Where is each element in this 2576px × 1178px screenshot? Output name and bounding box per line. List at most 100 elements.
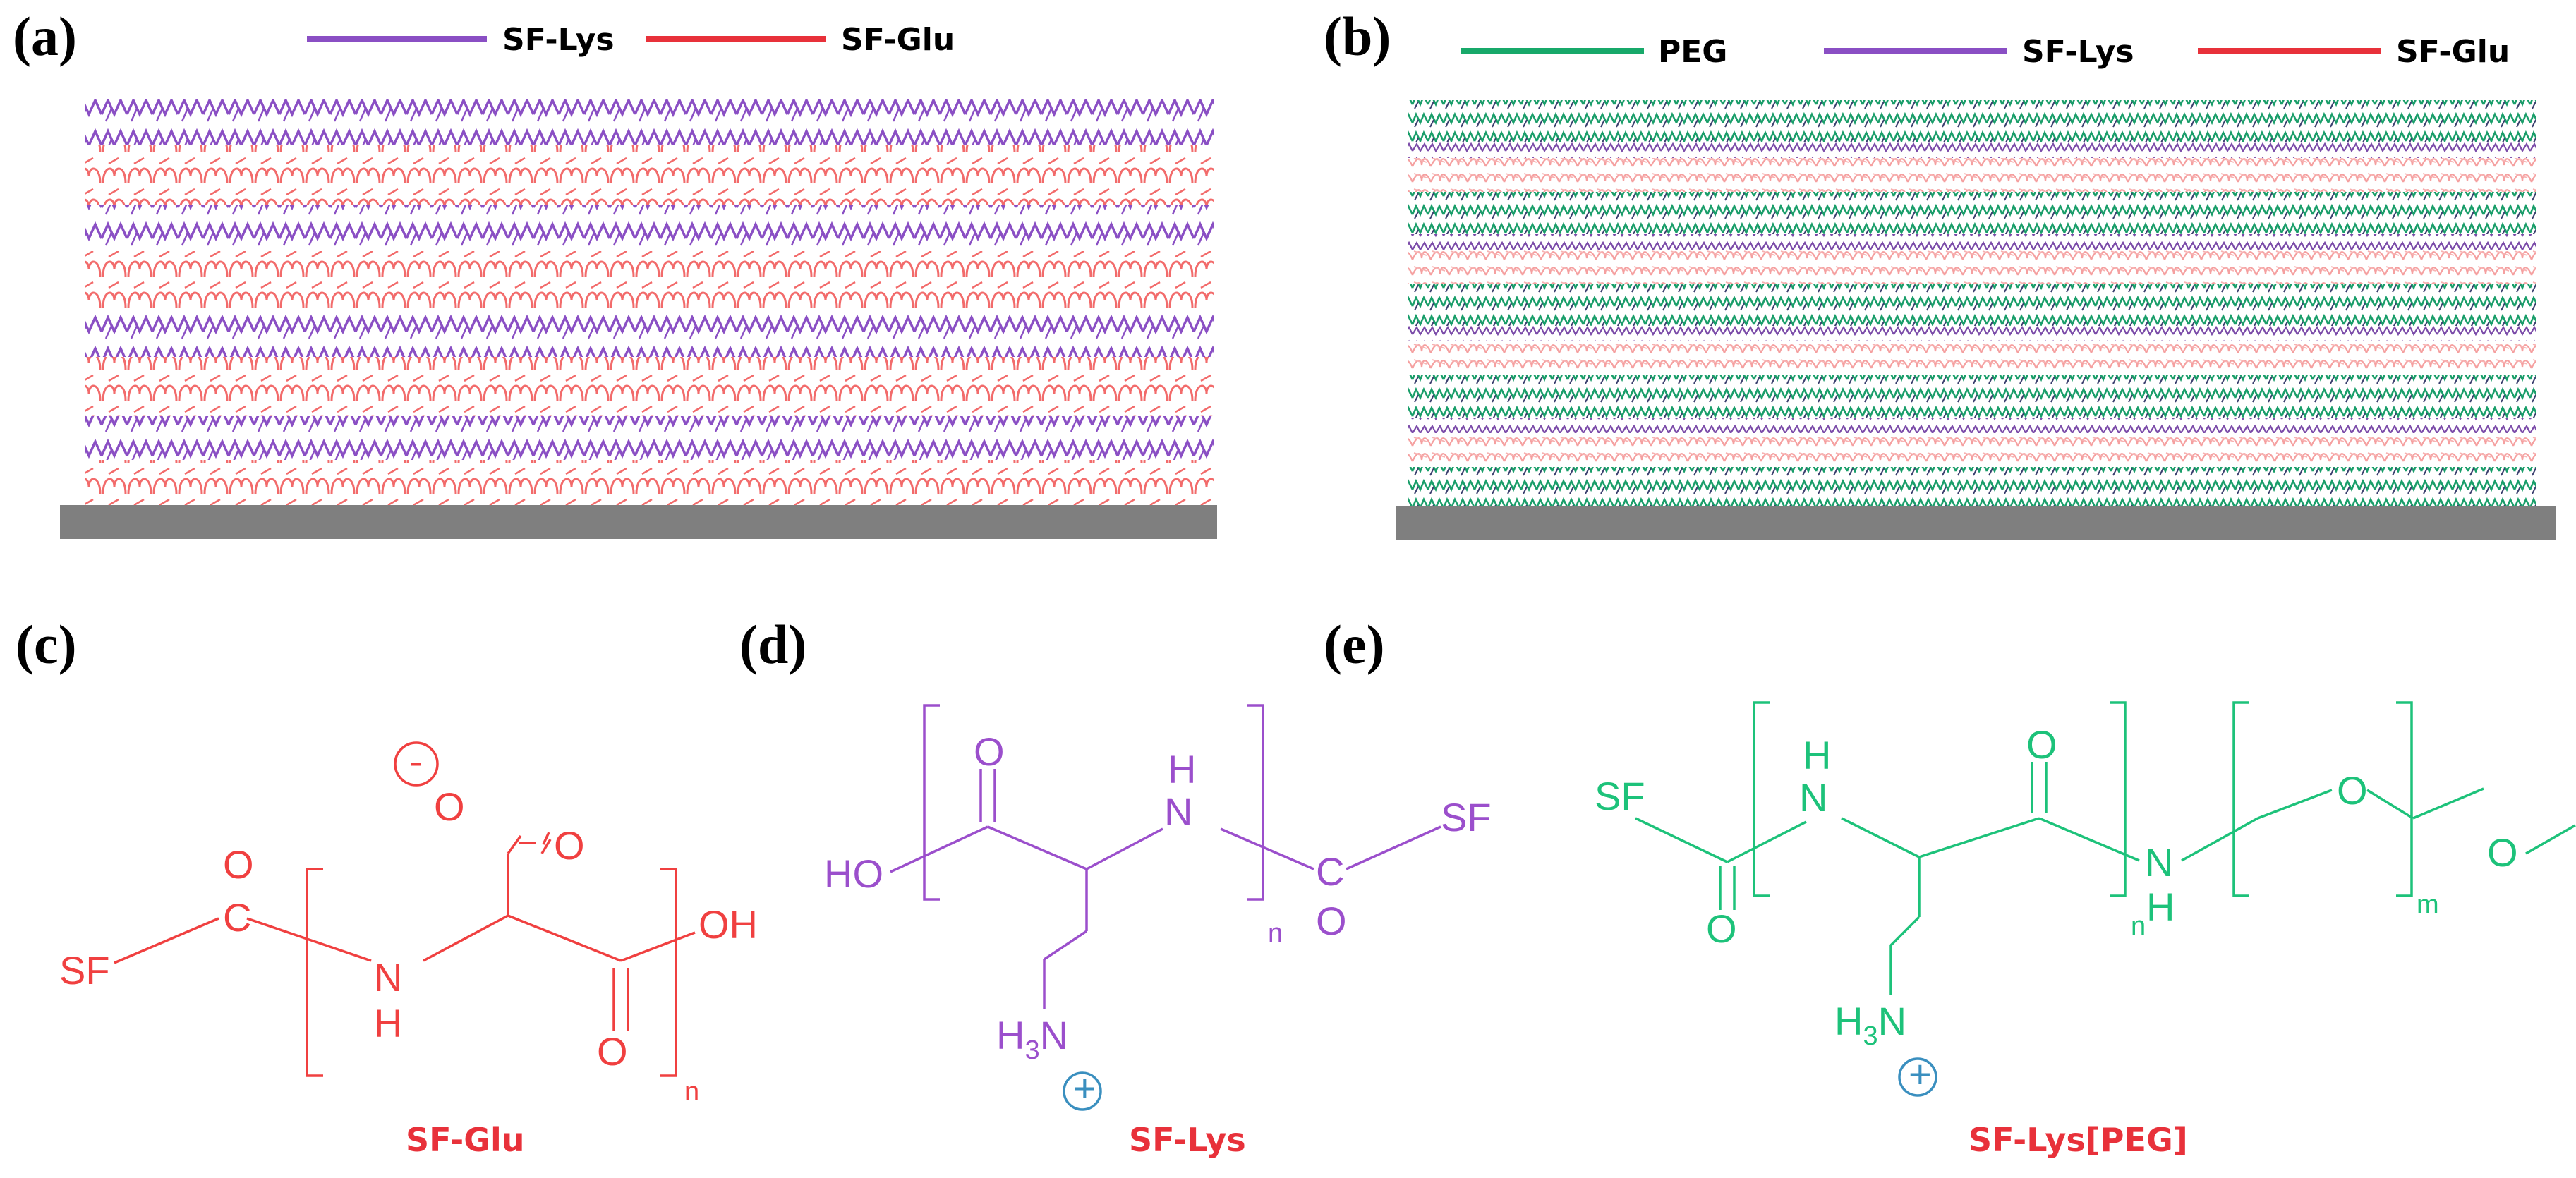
bond	[2181, 817, 2258, 862]
bond	[2525, 824, 2576, 855]
bond	[2038, 817, 2140, 862]
bond	[1889, 916, 1921, 947]
panel-label-a: (a)	[13, 6, 77, 67]
bracket-right-1	[2110, 701, 2127, 897]
bond	[890, 825, 988, 873]
atom-o-ester: O	[434, 784, 465, 829]
bracket-left	[923, 704, 940, 901]
bond	[1727, 820, 1807, 863]
sf-lys-peg-structure: SF O H N O N H O O H3N + n m	[1595, 701, 2576, 1097]
bond	[620, 931, 696, 962]
bond	[2366, 789, 2414, 820]
bracket-right	[660, 868, 677, 1077]
atom-h3-h: H	[1834, 999, 1863, 1043]
legend-text-b-1: SF-Lys	[2022, 34, 2134, 70]
bond	[1044, 930, 1087, 961]
atom-h: H	[374, 1001, 402, 1045]
bracket-left-2	[2232, 701, 2249, 897]
panel-e: (e) SF O H N	[1324, 614, 2576, 1159]
plus-sign: +	[1909, 1052, 1932, 1096]
bond	[1841, 817, 1920, 858]
multilayer-film-b	[1408, 100, 2536, 506]
panel-label-c: (c)	[16, 614, 77, 675]
bond	[1635, 817, 1728, 863]
bond	[540, 839, 552, 854]
positive-charge-circle	[1898, 1057, 1937, 1097]
caption-e: SF-Lys[PEG]	[1969, 1121, 2188, 1159]
sf-lys-structure: HO O H N C O SF H3N + n	[824, 704, 1492, 1111]
panel-label-e: (e)	[1324, 614, 1385, 675]
atom-h3: H3N	[996, 1013, 1068, 1065]
panel-label-d: (d)	[739, 614, 806, 675]
atom-o-carbonyl: O	[597, 1029, 628, 1074]
subscript-n: n	[684, 1077, 699, 1107]
atom-o-ester2: O	[554, 823, 585, 868]
caption-c: SF-Glu	[406, 1121, 525, 1159]
bracket-left-1	[1753, 701, 1770, 897]
atom-c: C	[1316, 849, 1344, 894]
atom-o-low: O	[1706, 906, 1737, 951]
subscript-n: n	[2131, 911, 2146, 941]
bond	[2257, 789, 2333, 820]
atom-h: H	[1803, 733, 1831, 777]
atom-o-end: O	[2487, 830, 2518, 875]
bond	[246, 917, 372, 962]
atom-h2: H	[2146, 885, 2175, 929]
atom-h3-sub: 3	[1024, 1036, 1039, 1065]
atom-sf: SF	[1595, 774, 1645, 818]
bond	[507, 914, 622, 962]
bracket-right-2	[2396, 701, 2413, 897]
legend-text-b-0: PEG	[1658, 34, 1727, 70]
atom-sf: SF	[59, 948, 110, 992]
atom-n: N	[374, 955, 402, 1000]
bond	[1346, 825, 1441, 870]
legend-text-a-1: SF-Glu	[841, 22, 955, 58]
atom-h3-sub: 3	[1863, 1021, 1877, 1051]
atom-c: C	[223, 895, 251, 940]
atom-o2: O	[1316, 899, 1347, 943]
substrate-a	[60, 505, 1217, 539]
subscript-m: m	[2417, 890, 2439, 920]
atom-h3: H3N	[1834, 999, 1906, 1051]
atom-o1: O	[223, 842, 254, 887]
atom-h3-n: N	[1040, 1013, 1068, 1057]
caption-d: SF-Lys	[1129, 1121, 1246, 1159]
bond	[542, 832, 550, 845]
bond	[507, 834, 522, 855]
panel-d: (d) HO O H N C O SF H3N + n SF-Ly	[739, 614, 1492, 1159]
negative-charge-circle	[394, 741, 439, 787]
bracket-right	[1247, 704, 1264, 901]
subscript-n: n	[1268, 918, 1283, 948]
bond	[1086, 827, 1163, 870]
legend-a: SF-Lys SF-Glu	[307, 22, 955, 58]
atom-h3-n: N	[1878, 999, 1906, 1043]
legend-text-b-2: SF-Glu	[2396, 34, 2510, 70]
legend-b: PEG SF-Lys SF-Glu	[1461, 34, 2510, 70]
minus-sign: -	[409, 739, 423, 783]
atom-ho: HO	[824, 851, 883, 896]
bond	[423, 914, 509, 962]
atom-n: N	[1164, 789, 1192, 834]
bond	[1918, 817, 2040, 858]
positive-charge-circle	[1063, 1071, 1102, 1111]
atom-n: N	[1799, 775, 1827, 820]
bond	[1220, 827, 1314, 870]
panel-label-b: (b)	[1324, 6, 1391, 67]
bracket-left	[306, 868, 323, 1077]
atom-o-peg: O	[2337, 768, 2368, 813]
legend-text-a-0: SF-Lys	[502, 22, 615, 58]
plus-sign: +	[1073, 1066, 1096, 1110]
substrate-b	[1396, 506, 2556, 540]
atom-n2: N	[2145, 840, 2173, 885]
bond	[2412, 787, 2484, 820]
sf-glu-structure: SF C O N H O O O OH - n	[59, 739, 758, 1107]
panel-b: (b) PEG SF-Lys SF-Glu	[1324, 6, 2556, 540]
multilayer-film-a	[85, 99, 1214, 505]
panel-c: (c) SF C O N H O O O OH -	[16, 614, 758, 1159]
atom-sf: SF	[1441, 795, 1492, 839]
bond	[114, 917, 219, 964]
atom-o-top: O	[2026, 722, 2057, 767]
atom-oh: OH	[699, 902, 758, 947]
atom-h3-h: H	[996, 1013, 1024, 1057]
